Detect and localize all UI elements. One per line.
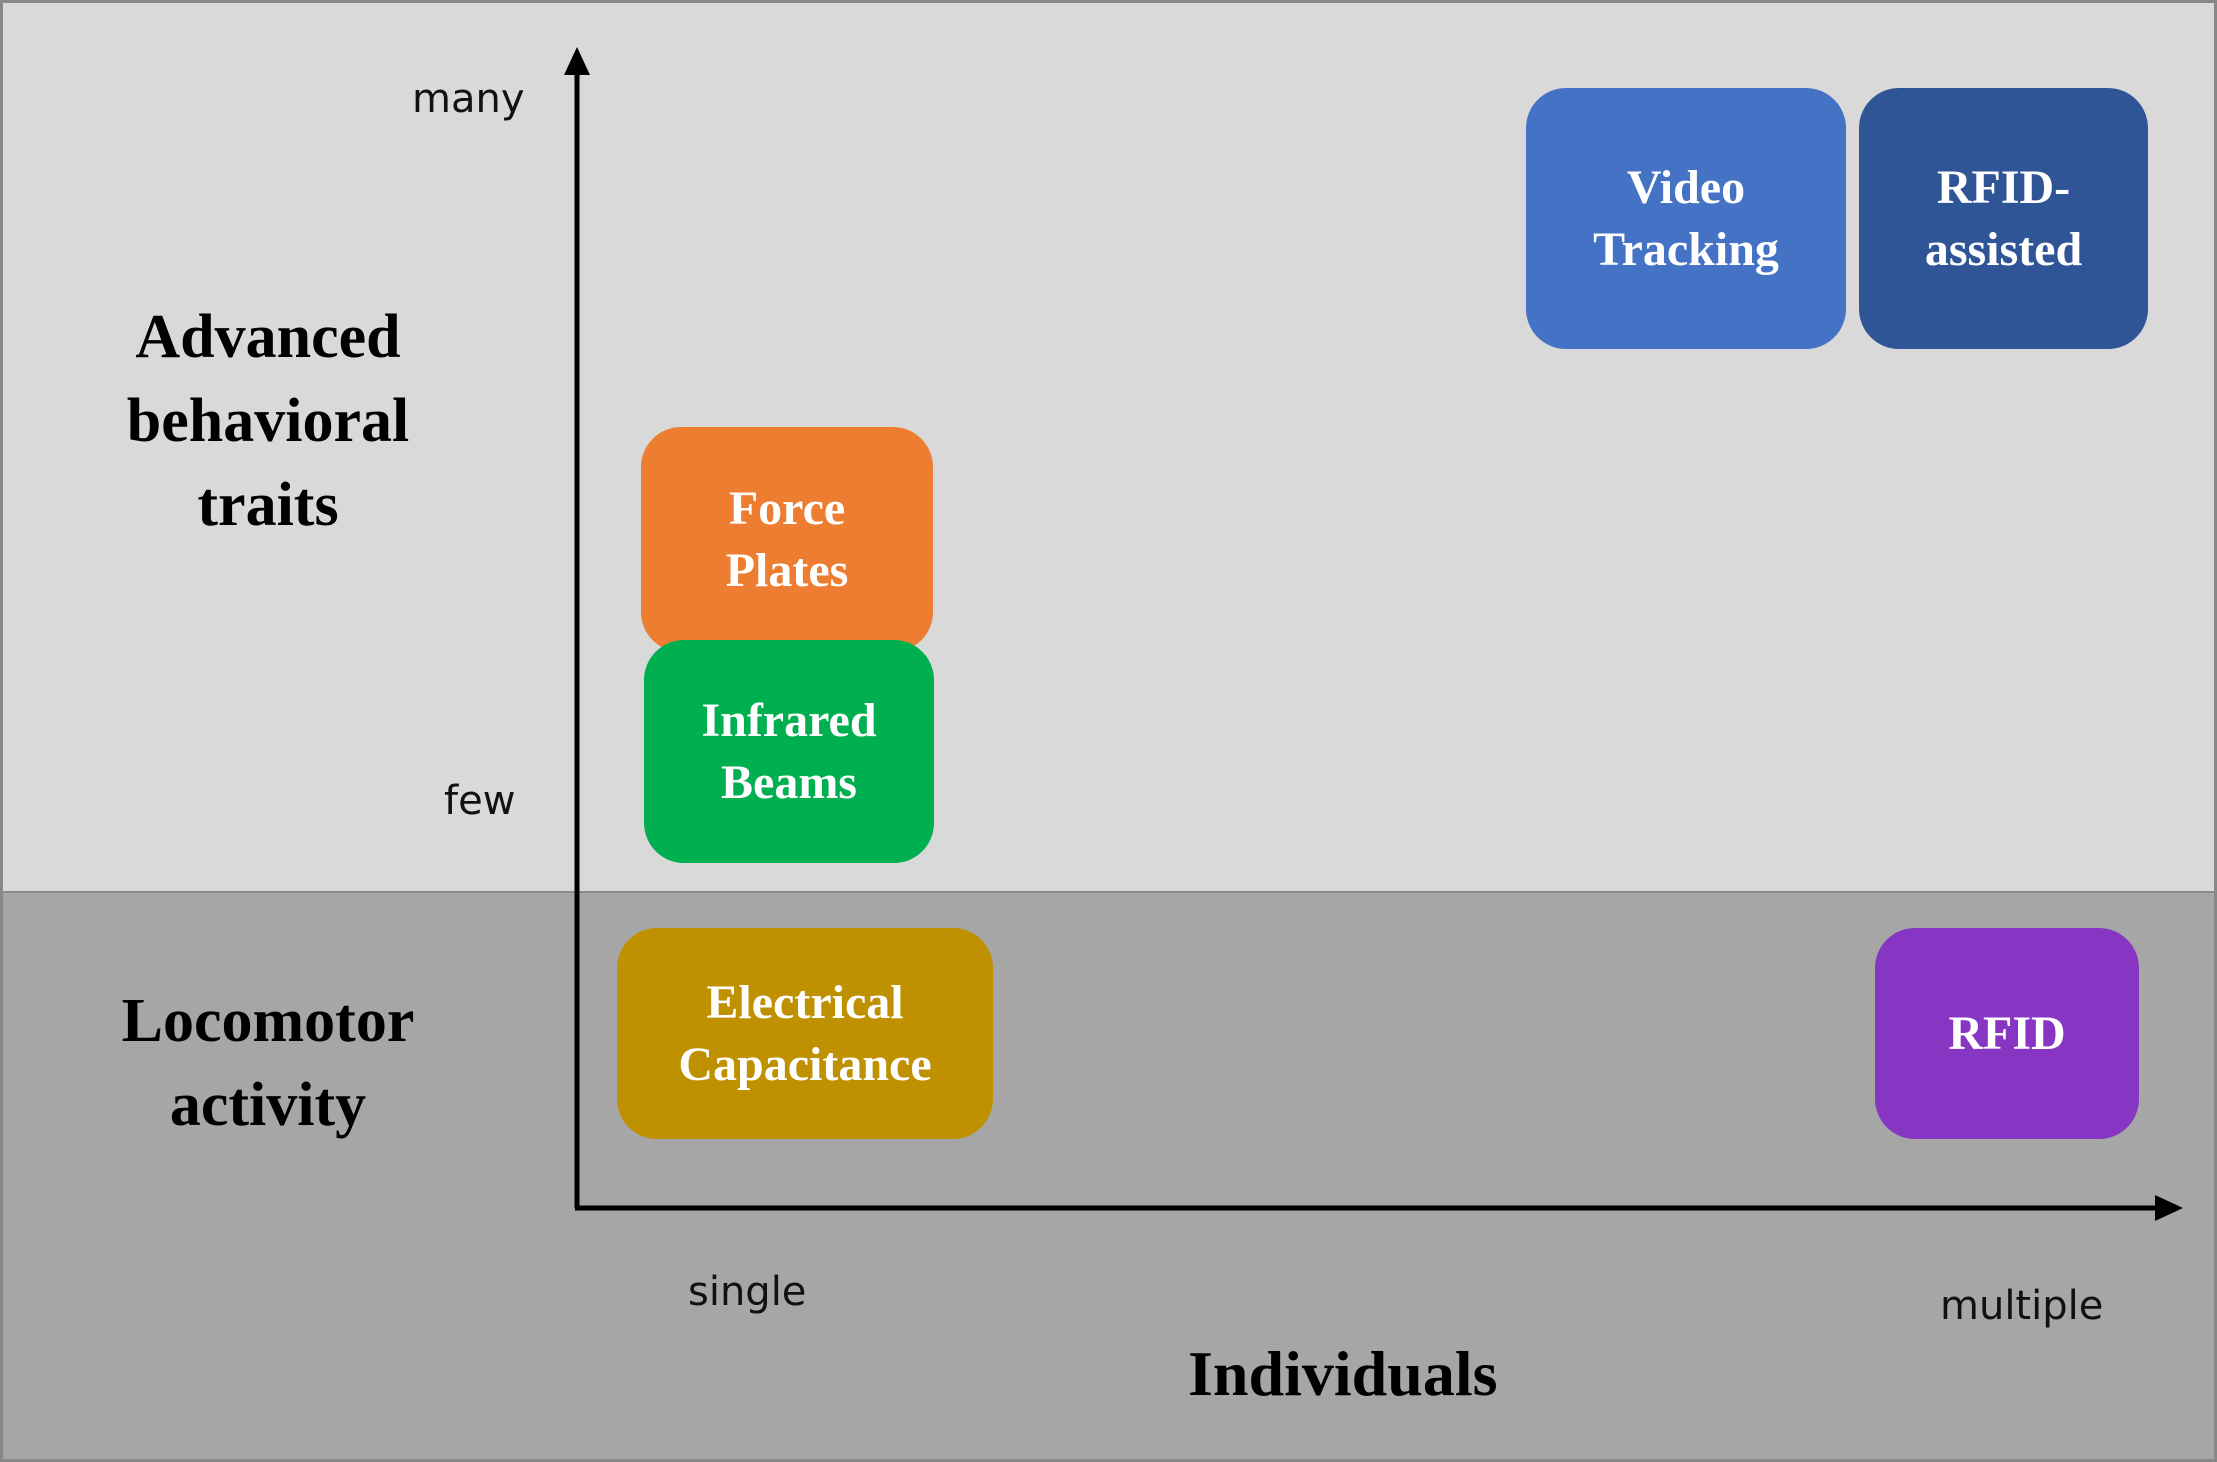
x-axis-title: Individuals — [1188, 1338, 1498, 1409]
rfid-assisted-line-1: RFID- — [1936, 160, 2071, 214]
locomotor-activity-label: Locomotor activity — [63, 979, 473, 1147]
video-tracking-line-2: Tracking — [1593, 222, 1779, 276]
video-tracking-line-1: Video — [1626, 160, 1746, 214]
infrared-beams-line-2: Beams — [721, 755, 857, 809]
electrical-capacitance-line-1: Electrical — [706, 975, 904, 1029]
electrical-capacitance-box: Electrical Capacitance — [617, 928, 993, 1139]
infrared-beams-line-1: Infrared — [701, 693, 877, 747]
locomotor-activity-line-2: activity — [169, 1071, 367, 1139]
advanced-traits-line-3: traits — [197, 471, 339, 539]
rfid-assisted-box: RFID- assisted — [1859, 88, 2148, 349]
locomotor-activity-line-1: Locomotor — [121, 987, 415, 1055]
locomotor-activity-band — [3, 891, 2214, 1459]
x-axis-arrowhead-icon — [2155, 1195, 2183, 1221]
y-tick-many: many — [412, 76, 525, 122]
rfid-line-1: RFID — [1948, 1006, 2066, 1060]
axes — [564, 47, 2183, 1221]
y-axis-arrowhead-icon — [564, 47, 590, 75]
force-plates-line-1: Force — [728, 481, 846, 535]
infrared-beams-box: Infrared Beams — [644, 640, 934, 863]
x-tick-single: single — [688, 1269, 807, 1315]
x-tick-multiple: multiple — [1940, 1283, 2104, 1329]
y-tick-few: few — [444, 778, 516, 824]
electrical-capacitance-line-2: Capacitance — [678, 1037, 932, 1091]
advanced-traits-label: Advanced behavioral traits — [63, 295, 473, 547]
force-plates-box: Force Plates — [641, 427, 933, 652]
advanced-traits-line-1: Advanced — [135, 303, 401, 371]
rfid-assisted-line-2: assisted — [1924, 222, 2083, 276]
advanced-traits-line-2: behavioral — [126, 387, 410, 455]
rfid-box: RFID — [1875, 928, 2139, 1139]
video-tracking-box: Video Tracking — [1526, 88, 1846, 349]
force-plates-line-2: Plates — [725, 543, 849, 597]
